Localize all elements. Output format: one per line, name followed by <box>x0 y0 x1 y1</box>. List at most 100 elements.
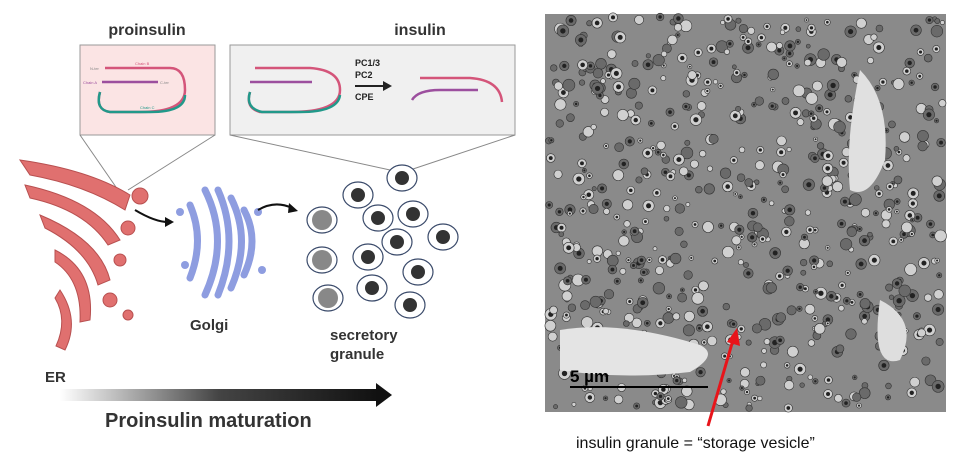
em-vesicle <box>682 324 695 337</box>
em-vesicle <box>921 356 931 366</box>
em-vesicle <box>765 282 777 294</box>
em-vesicle <box>852 392 862 402</box>
em-vesicle <box>892 78 905 90</box>
em-vesicle <box>618 235 630 247</box>
em-vesicle <box>787 345 799 358</box>
em-vesicle <box>747 26 756 35</box>
em-vesicle <box>592 68 604 79</box>
em-vesicle <box>817 142 825 150</box>
em-vesicle <box>603 208 610 215</box>
em-vesicle <box>683 270 693 280</box>
em-vesicle <box>663 215 670 222</box>
golgi-label: Golgi <box>190 317 228 334</box>
er-to-golgi-arrow <box>134 209 169 223</box>
em-vesicle <box>795 26 802 32</box>
secretory-granules <box>306 164 459 319</box>
em-vesicle <box>549 305 558 315</box>
em-vesicle <box>807 374 813 380</box>
em-vesicle <box>781 97 790 105</box>
proinsulin-box: Chain B Chain A Chain C N-ter C-ter <box>79 44 216 191</box>
em-vesicle <box>652 246 658 251</box>
em-vesicle <box>655 266 664 275</box>
em-vesicle <box>861 318 868 325</box>
em-vesicle <box>776 42 783 49</box>
em-vesicle <box>550 64 558 72</box>
em-vesicle <box>682 90 690 98</box>
em-vesicle <box>707 165 713 172</box>
em-vesicle <box>640 167 649 176</box>
em-vesicle <box>706 335 718 346</box>
em-vesicle <box>740 367 751 378</box>
em-vesicle <box>555 119 564 128</box>
em-vesicle <box>581 316 594 329</box>
em-vesicle <box>588 203 599 214</box>
em-vesicle <box>858 387 871 399</box>
granule <box>306 246 338 274</box>
insulin-title: insulin <box>394 22 446 39</box>
em-vesicle <box>938 99 947 108</box>
em-vesicle <box>669 252 682 265</box>
em-vesicle <box>623 320 630 327</box>
em-vesicle <box>805 92 818 105</box>
em-vesicle <box>940 20 945 25</box>
em-vesicle <box>776 135 787 146</box>
em-vesicle <box>867 56 875 64</box>
n-ter-label: N-ter <box>90 66 100 71</box>
em-vesicle <box>724 48 730 55</box>
granule <box>386 164 418 192</box>
em-vesicle <box>838 305 845 312</box>
em-vesicle <box>796 118 805 126</box>
em-vesicle <box>786 305 797 316</box>
em-vesicle <box>720 388 727 395</box>
em-vesicle <box>846 226 857 237</box>
granule <box>394 291 426 319</box>
em-vesicle <box>888 294 894 300</box>
em-vesicle <box>826 260 834 268</box>
em-vesicle <box>683 310 695 322</box>
em-vesicle <box>792 84 806 97</box>
em-vesicle <box>755 375 766 386</box>
chain-b-label: Chain B <box>135 61 150 66</box>
em-vesicle <box>595 58 607 70</box>
em-vesicle <box>645 53 651 59</box>
em-vesicle <box>761 348 767 354</box>
em-vesicle <box>845 328 857 340</box>
em-vesicle <box>616 109 629 121</box>
em-vesicle <box>582 126 594 138</box>
granule <box>362 204 394 232</box>
er-label: ER <box>45 369 66 386</box>
em-vesicle <box>623 220 631 228</box>
em-vesicle <box>768 200 775 206</box>
em-vesicle <box>554 98 567 111</box>
em-vesicle <box>867 231 873 238</box>
em-vesicle <box>812 80 823 92</box>
em-vesicle <box>702 221 714 233</box>
em-vesicle <box>606 254 619 267</box>
enzyme-pc2: PC2 <box>355 70 373 80</box>
em-vesicle <box>745 404 753 412</box>
granule <box>356 274 388 302</box>
chain-a-label: Chain A <box>83 80 97 85</box>
em-vesicle <box>731 235 742 246</box>
em-vesicle <box>612 169 624 181</box>
em-vesicle <box>738 23 748 34</box>
em-vesicle <box>690 159 699 169</box>
em-vesicle <box>544 319 557 332</box>
em-vesicle <box>909 376 920 388</box>
em-vesicle <box>752 222 763 233</box>
em-vesicle <box>590 123 597 131</box>
em-vesicle <box>699 150 707 158</box>
enzyme-cpe: CPE <box>355 92 374 102</box>
em-vesicle <box>933 289 944 300</box>
er-illustration <box>18 159 149 351</box>
em-vesicle <box>578 79 586 86</box>
chain-c-label: Chain C <box>140 105 155 110</box>
em-vesicle <box>652 54 665 67</box>
em-vesicle <box>547 331 558 342</box>
em-vesicle <box>924 293 933 302</box>
em-vesicle <box>603 289 615 300</box>
em-vesicle <box>931 175 943 187</box>
granule <box>352 243 384 271</box>
em-vesicle <box>673 23 683 32</box>
